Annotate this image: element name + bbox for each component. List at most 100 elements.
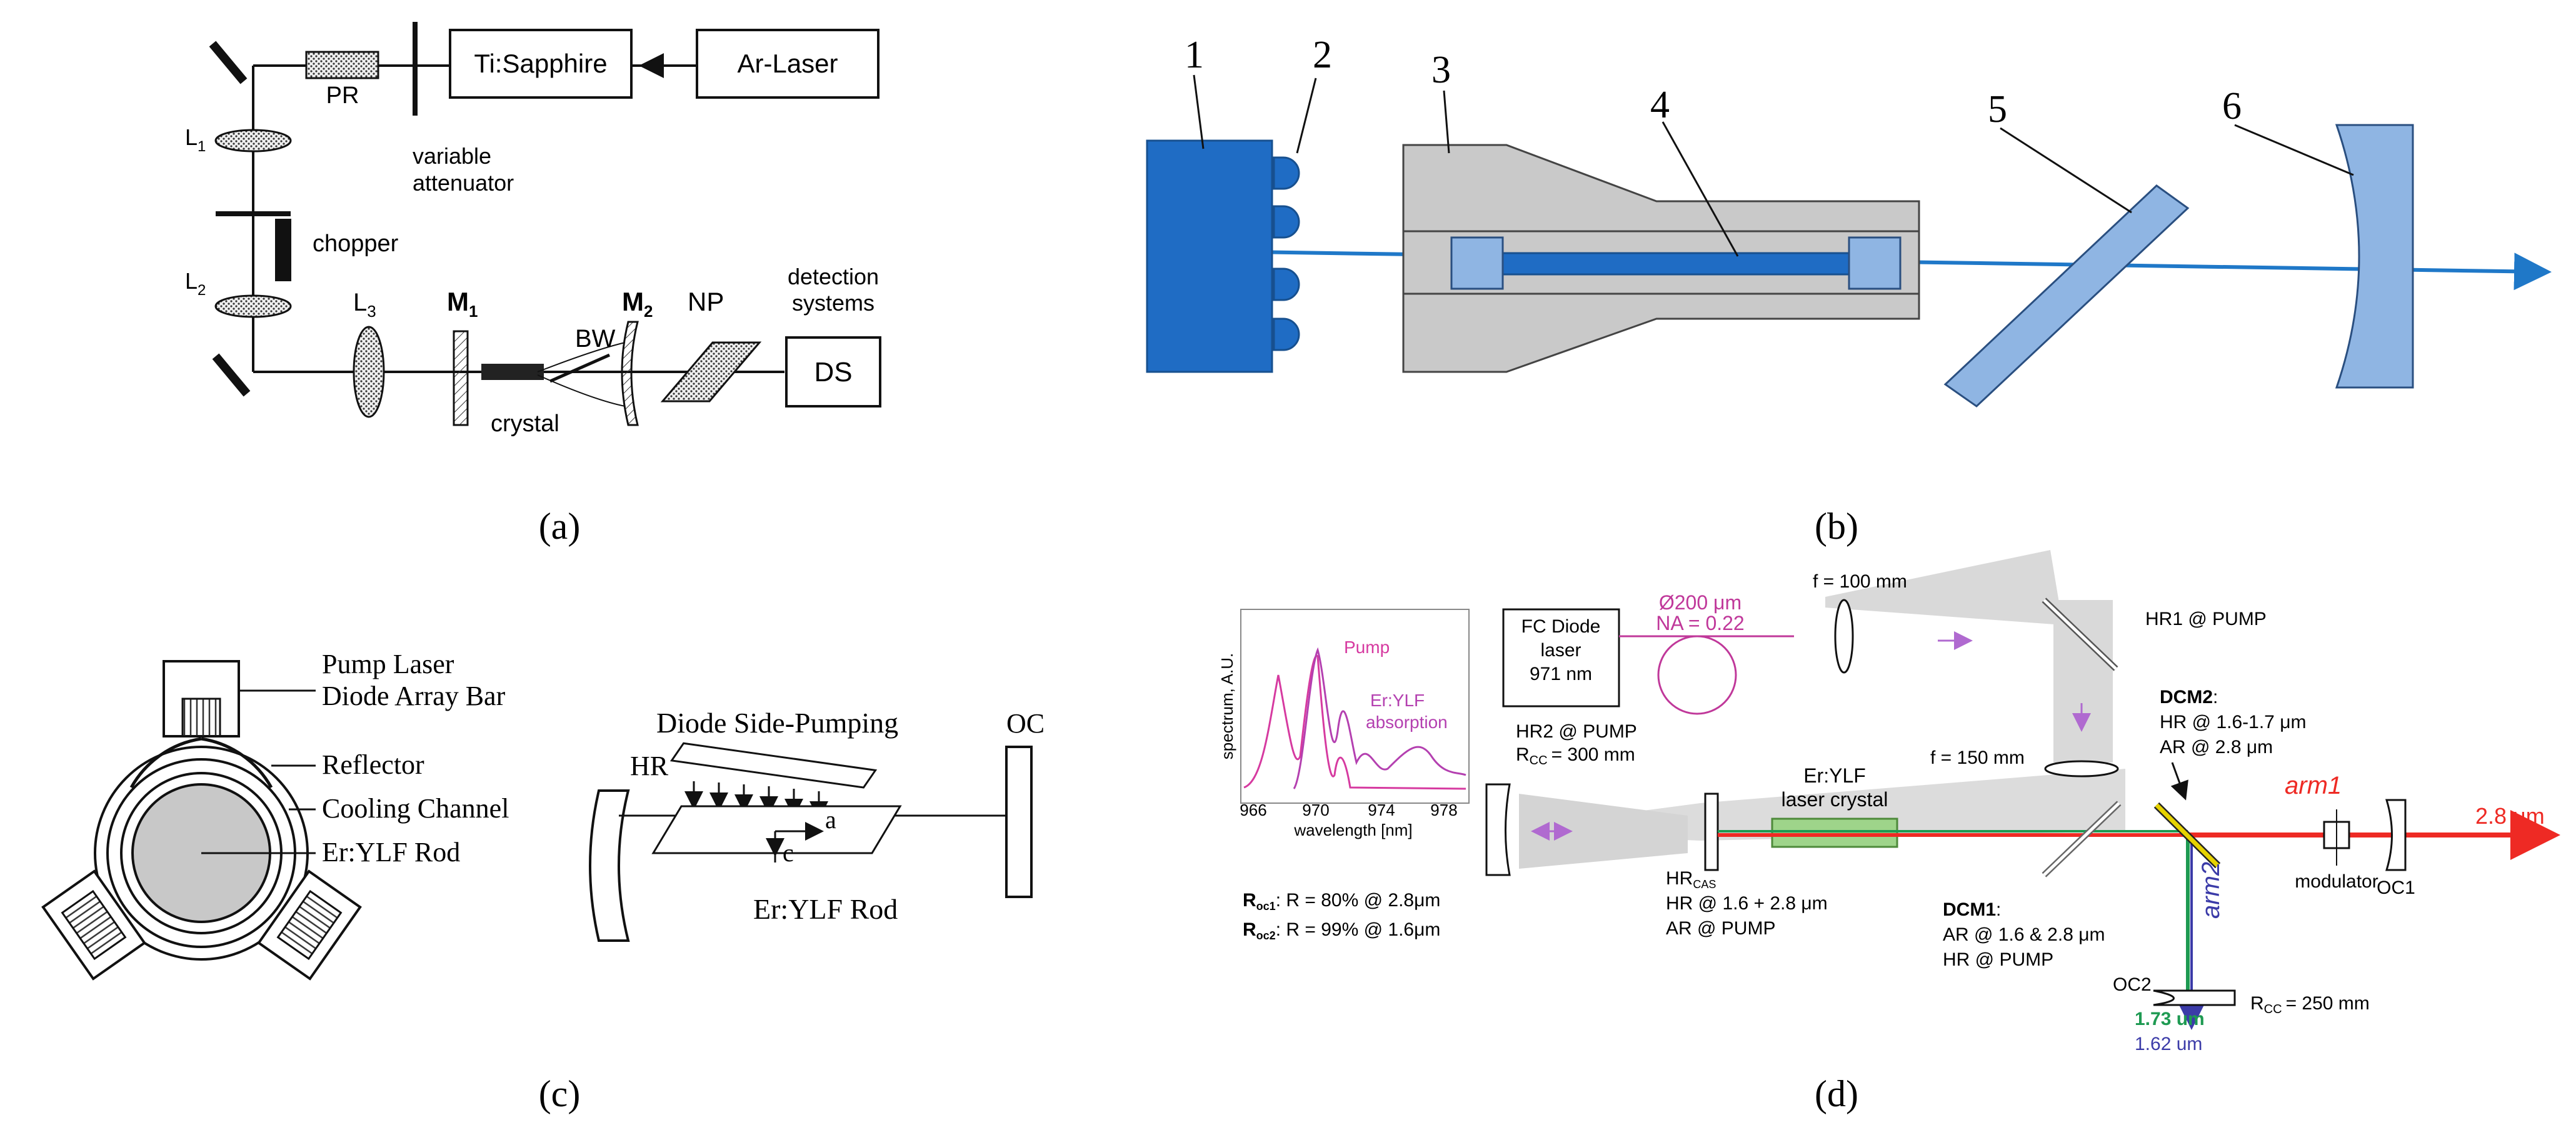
chopper — [275, 219, 291, 281]
inset-ylabel: spectrum, A.U. — [1218, 653, 1236, 760]
ti-sapphire-box — [449, 29, 633, 99]
label-diode-array-bar: Diode Array Bar — [322, 681, 506, 711]
label-f100: f = 100 mm — [1813, 571, 1907, 592]
label-hr1: HR1 @ PUMP — [2145, 609, 2267, 629]
beam-path-bw — [537, 342, 626, 372]
beam-path-bw2 — [537, 374, 626, 407]
mirror-hr1-inner — [2043, 599, 2117, 670]
inset-label-absorption: absorption — [1366, 712, 1448, 732]
label-roc2: Roc2: R = 99% @ 1.6μm — [1243, 919, 1440, 942]
label-arm1: arm1 — [2285, 772, 2342, 799]
diode-array-top — [181, 698, 221, 738]
label-dcm1-hr: HR @ PUMP — [1943, 949, 2053, 970]
label-rcc250: RCC= 250 mm — [2250, 993, 2370, 1016]
microlens-4 — [1273, 318, 1300, 351]
fiber-coupler-left — [1450, 236, 1504, 290]
inset-tick-974: 974 — [1368, 801, 1395, 819]
label-oc: OC — [1006, 708, 1045, 739]
label-axis-a: a — [825, 806, 836, 834]
pump-beam-hr2 — [1519, 794, 1688, 869]
er-ylf-crystal — [1771, 818, 1898, 848]
curved-mirror — [2335, 124, 2414, 389]
leader-2 — [1296, 78, 1317, 154]
mirror-m1 — [453, 330, 469, 426]
pump-diode-left — [41, 869, 146, 981]
label-fc-diode: FC Diode — [1521, 616, 1601, 637]
label-er-ylf-rod: Er:YLF Rod — [322, 837, 460, 868]
leader-3 — [1443, 90, 1450, 154]
label-crystal: crystal — [491, 411, 559, 437]
label-np: NP — [688, 287, 724, 316]
pump-beam-2 — [2053, 600, 2113, 762]
fc-diode-laser-box — [1502, 608, 1620, 708]
fiber-coil — [1657, 635, 1737, 715]
er-ylf-slab — [651, 805, 902, 854]
label-dcm1: DCM1: — [1943, 899, 2001, 920]
lens-l1 — [214, 129, 292, 152]
diode-bar — [669, 742, 878, 789]
label-rcc300: RCC= 300 mm — [1516, 744, 1635, 768]
tilted-plate — [1943, 184, 2190, 408]
fiber-rod — [1486, 252, 1858, 276]
label-laser: laser — [1540, 640, 1581, 661]
mirror-hr2 — [1485, 783, 1511, 876]
caption-c: (c) — [539, 1073, 581, 1114]
label-crystal-1: Er:YLF — [1803, 764, 1866, 787]
pump-beam-1 — [1825, 550, 2063, 625]
label-er-ylf-rod-right: Er:YLF Rod — [753, 893, 898, 925]
label-reflector: Reflector — [322, 749, 424, 780]
inset-tick-978: 978 — [1430, 801, 1457, 819]
label-modulator: modulator — [2295, 871, 2378, 892]
mirror-hrcas — [1704, 792, 1719, 871]
label-m1: M1 — [447, 287, 478, 321]
ar-laser-box — [696, 29, 880, 99]
dcm2-pointer — [2170, 762, 2188, 801]
label-l1: L1 — [185, 124, 206, 155]
label-hr2: HR2 @ PUMP — [1516, 721, 1637, 742]
panel-c: Pump Laser Diode Array Bar Reflector Coo… — [41, 649, 1045, 1114]
label-diode-side-pumping: Diode Side-Pumping — [656, 707, 898, 739]
label-dcm2: DCM2: — [2160, 687, 2218, 708]
inset-absorption-curve — [1293, 647, 1466, 789]
label-l3: L3 — [353, 289, 376, 321]
label-detection: detection — [788, 264, 879, 289]
label-ar-pump: AR @ PUMP — [1666, 918, 1775, 939]
leader-4 — [1661, 121, 1739, 257]
label-fiber-na: NA = 0.22 — [1656, 612, 1744, 634]
caption-a: (a) — [539, 506, 581, 547]
microlens-3 — [1273, 268, 1300, 301]
laser-diode-block — [1146, 139, 1273, 373]
pr-element — [305, 51, 379, 79]
caption-d: (d) — [1815, 1073, 1858, 1114]
inset-plot-frame — [1240, 609, 1470, 804]
label-attenuator: attenuator — [413, 170, 514, 196]
inset-tick-970: 970 — [1302, 801, 1329, 819]
panel-d: Pump Er:YLF absorption 966 970 974 978 w… — [1218, 550, 2560, 1114]
inset-label-pump: Pump — [1344, 638, 1390, 657]
mirror-dcm2 — [2155, 803, 2220, 868]
label-variable: variable — [413, 143, 491, 169]
label-162um: 1.62 um — [2135, 1034, 2202, 1054]
crystal — [481, 364, 544, 380]
label-m2: M2 — [622, 287, 653, 321]
mirror-bottom-left — [212, 353, 251, 397]
brewster-window — [549, 353, 611, 383]
label-dcm2-ar: AR @ 2.8 μm — [2160, 737, 2273, 758]
label-dcm2-hr: HR @ 1.6-1.7 μm — [2160, 712, 2306, 732]
label-pump-laser: Pump Laser — [322, 649, 454, 679]
label-roc1: Roc1: R = 80% @ 2.8μm — [1243, 890, 1440, 912]
label-axis-c: c — [783, 839, 794, 867]
inset-tick-966: 966 — [1240, 801, 1266, 819]
label-crystal-2: laser crystal — [1782, 788, 1888, 811]
label-hrcas: HRCAS — [1666, 868, 1716, 891]
label-173um: 1.73 um — [2135, 1009, 2205, 1029]
label-out-28: 2.8 μm — [2475, 803, 2545, 829]
microlens-2 — [1273, 205, 1300, 239]
label-hr: HR — [630, 751, 669, 781]
number-4: 4 — [1650, 84, 1670, 126]
label-bw: BW — [575, 325, 616, 352]
inset-label-er-ylf: Er:YLF — [1370, 691, 1425, 710]
label-oc2: OC2 — [2113, 974, 2152, 995]
label-971nm: 971 nm — [1530, 664, 1592, 684]
